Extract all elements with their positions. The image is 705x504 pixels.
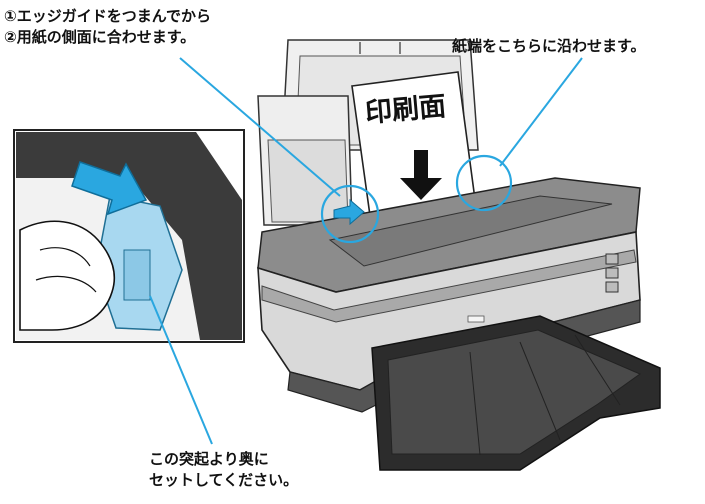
edge-guide-circle (320, 184, 380, 244)
tab-position-line2: セットしてください。 (149, 471, 299, 489)
callout-lines (149, 57, 583, 445)
edge-guide-step2: ②用紙の側面に合わせます。 (4, 28, 196, 46)
edge-guide-instruction: ①エッジガイドをつまんでから ②用紙の側面に合わせます。 (4, 6, 211, 48)
paper-edge-instruction: 紙端をこちらに沿わせます。 (452, 36, 646, 57)
down-arrow-icon (400, 150, 442, 200)
edge-guide-step1: ①エッジガイドをつまんでから (4, 7, 211, 25)
inset-zoom-view (13, 129, 245, 343)
tab-position-line1: この突起より奥に (149, 450, 269, 468)
tab-position-instruction: この突起より奥に セットしてください。 (149, 449, 298, 491)
output-tray (371, 315, 661, 471)
paper-edge-circle (455, 154, 513, 212)
print-side-label: 印刷面 (364, 91, 447, 129)
paper-edge-text: 紙端をこちらに沿わせます。 (452, 37, 646, 55)
